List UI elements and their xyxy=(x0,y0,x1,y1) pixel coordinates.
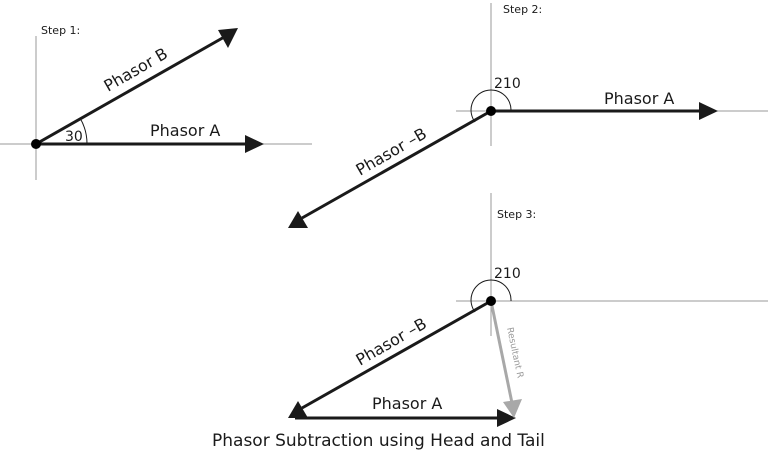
diagram-caption: Phasor Subtraction using Head and Tail xyxy=(212,431,545,451)
step3-resultant-line xyxy=(489,300,514,404)
step3-angle-label: 210 xyxy=(494,266,521,282)
step3-phasor-a-label: Phasor A xyxy=(372,394,442,413)
step3-resultant-label: Resultant R xyxy=(504,327,525,380)
step3-phasor-a-arrowhead xyxy=(497,409,516,427)
step2-phasor-neg-b-arrowhead xyxy=(288,211,308,228)
step2-phasor-a-arrowhead xyxy=(699,102,718,120)
step3-origin-dot xyxy=(486,296,496,306)
step1-label: Step 1: xyxy=(41,24,80,37)
step1-phasor-a-label: Phasor A xyxy=(150,121,220,140)
step1-panel: Step 1: Phasor A Phasor B 30 xyxy=(0,24,280,180)
step2-phasor-neg-b-line xyxy=(301,109,492,220)
step2-label: Step 2: xyxy=(503,3,542,16)
step2-panel: Step 2: Phasor A Phasor –B 210 xyxy=(270,3,768,228)
step3-angle-arc xyxy=(470,279,512,313)
step3-phasor-neg-b-arrowhead xyxy=(288,401,308,418)
step1-angle-arc xyxy=(79,117,88,145)
step3-phasor-neg-b-line xyxy=(301,299,492,410)
step2-angle-label: 210 xyxy=(494,76,521,92)
step3-resultant-arrowhead xyxy=(503,399,522,418)
step2-angle-arc xyxy=(470,89,512,123)
step2-origin-dot xyxy=(486,106,496,116)
step1-phasor-b-line xyxy=(35,34,227,146)
step1-angle-label: 30 xyxy=(65,129,83,145)
step3-label: Step 3: xyxy=(497,208,536,221)
step3-panel: Step 3: Phasor –B Phasor A Resultant R 2… xyxy=(288,193,768,427)
step1-phasor-b-arrowhead xyxy=(218,28,238,48)
step2-phasor-a-label: Phasor A xyxy=(604,89,674,108)
step1-phasor-a-arrowhead xyxy=(245,135,264,153)
step1-origin-dot xyxy=(31,139,41,149)
